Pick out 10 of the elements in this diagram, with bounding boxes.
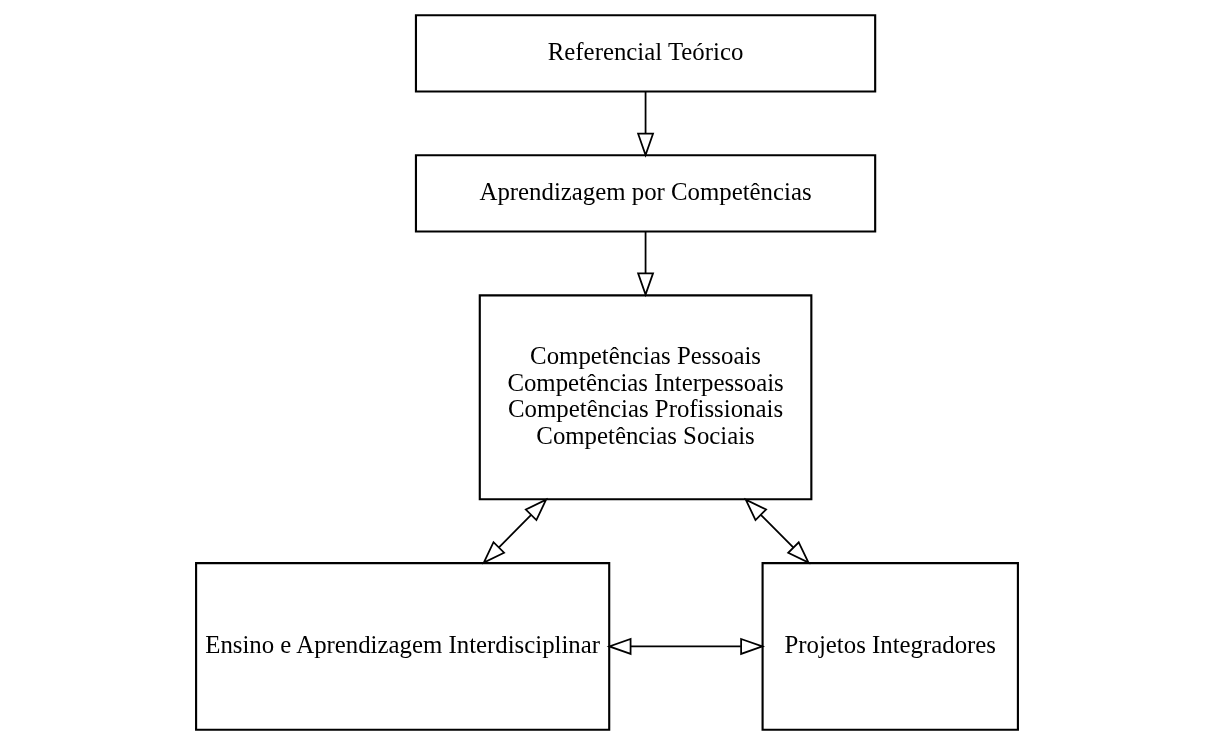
arrow	[636, 231, 654, 298]
node-box: Ensino e Aprendizagem Interdisciplinar	[194, 562, 610, 731]
node-box: Competências Pessoais Competências Interpessoais Competências Profissionais Competências Sociais	[478, 294, 812, 501]
node-box: Projetos Integradores	[761, 562, 1019, 731]
arrow	[606, 637, 765, 656]
arrow	[481, 497, 548, 565]
arrow	[743, 497, 810, 565]
node-box: Referencial Teórico	[414, 14, 876, 93]
arrow	[636, 90, 654, 158]
node-box: Aprendizagem por Competências	[414, 154, 876, 233]
